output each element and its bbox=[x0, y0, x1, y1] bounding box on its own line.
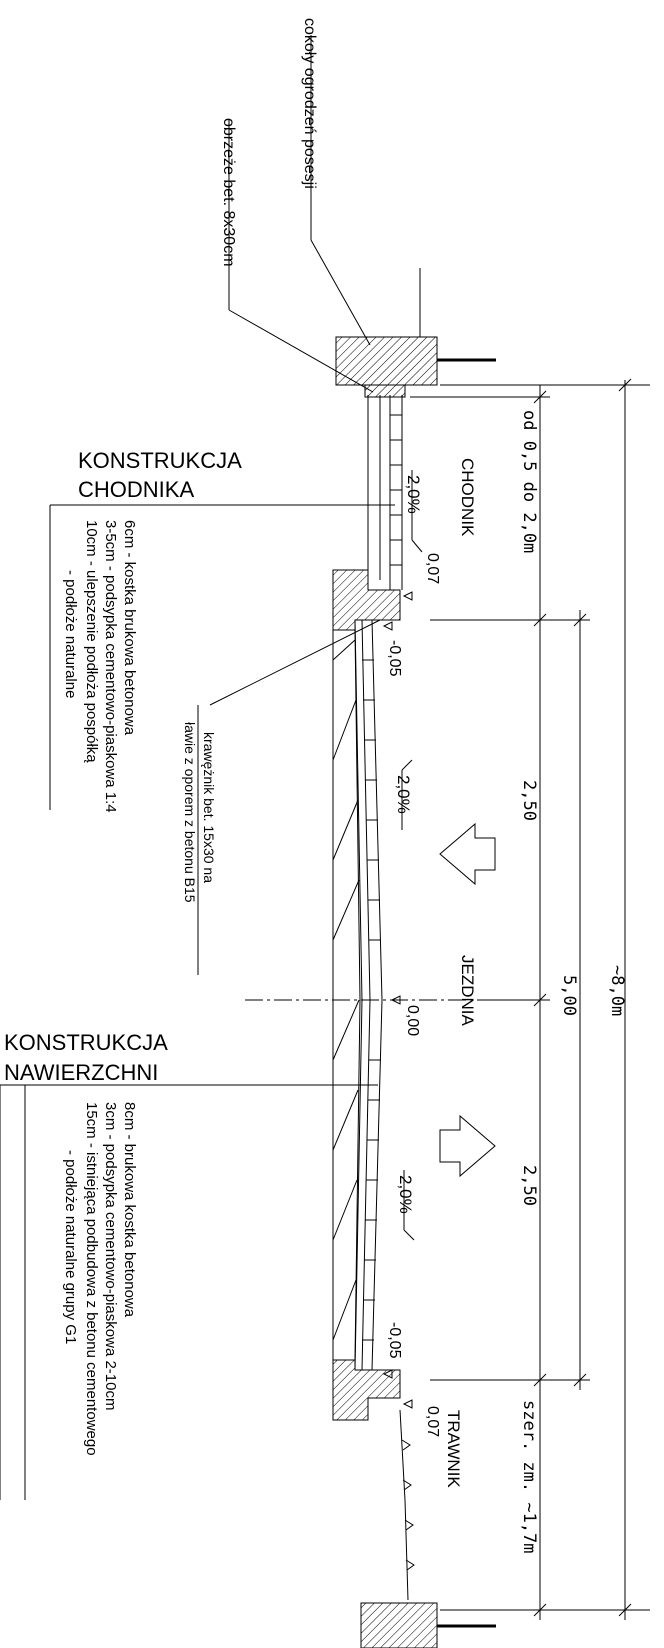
lawn-ground bbox=[399, 1409, 415, 1601]
pavement-construction-title: KONSTRUKCJA bbox=[4, 1030, 168, 1055]
sidewalk-construction-subtitle: CHODNIKA bbox=[78, 477, 194, 502]
dim-lane-left: 2,50 bbox=[519, 780, 539, 821]
label-curb-edge: obrzeże bet. 8x30cm bbox=[220, 118, 237, 267]
pavement-construction-subtitle: NAWIERZCHNI bbox=[4, 1060, 158, 1085]
dimension-lines bbox=[410, 378, 650, 1620]
sidewalk-layer-1: 6cm - kostka brukowa betonowa bbox=[121, 520, 138, 736]
pavement-layer-1: 8cm - brukowa kostka betonowa bbox=[121, 1102, 138, 1318]
level-gutter-right: -0,05 bbox=[386, 1322, 403, 1359]
fence-base-bottom bbox=[360, 1602, 496, 1648]
level-gutter-left: -0,05 bbox=[386, 640, 403, 677]
dim-total-width: ~8,0m bbox=[607, 965, 627, 1016]
pavement-layer-3: 15cm - istniejąca podbudowa z betonu cem… bbox=[83, 1102, 100, 1456]
sidewalk-construction-title: KONSTRUKCJA bbox=[78, 448, 242, 473]
dim-roadway-width: 5,00 bbox=[559, 975, 579, 1016]
sidewalk-layer-3: 10cm - ulepszenie podłoża pospółką bbox=[83, 520, 100, 763]
dim-lane-right: 2,50 bbox=[519, 1165, 539, 1206]
slope-lines bbox=[401, 470, 423, 1241]
label-fence-base: cokoły ogrodzeń posesji bbox=[301, 18, 318, 189]
label-lawn: TRAWNIK bbox=[444, 1410, 463, 1488]
slope-sidewalk: 2,0% bbox=[404, 475, 423, 514]
sidewalk-layer-2: 3-5cm - podsypka cementowo-piaskowa 1:4 bbox=[102, 520, 119, 813]
dim-green-strip: szer. zm. ~1,7m bbox=[519, 1400, 539, 1554]
road-base bbox=[332, 629, 361, 1361]
curb-right bbox=[332, 1359, 401, 1421]
pavement-layer-4: - podłoże naturalne grupy G1 bbox=[62, 1150, 79, 1344]
level-curb-top-right: 0,07 bbox=[424, 1406, 441, 1437]
direction-arrow-left bbox=[439, 822, 496, 886]
level-axis: 0,00 bbox=[404, 1005, 421, 1036]
road-surface bbox=[354, 619, 383, 1371]
pavement-layer-2: 3cm - podsypka cementowo-piaskowa 2-10cm bbox=[102, 1102, 119, 1410]
label-sidewalk: CHODNIK bbox=[458, 458, 477, 537]
leader-lines bbox=[0, 35, 395, 1500]
slope-road-left: 2,0% bbox=[394, 775, 413, 814]
sidewalk-layer-4: - podłoże naturalne bbox=[62, 570, 79, 698]
direction-arrow-right bbox=[439, 1114, 496, 1178]
dim-sidewalk-width: od 0,5 do 2,0m bbox=[519, 410, 539, 553]
level-curb-top-left: 0,07 bbox=[424, 553, 441, 584]
slope-road-right: 2,0% bbox=[396, 1175, 415, 1214]
concrete-edging bbox=[364, 384, 406, 398]
label-roadway: JEZDNIA bbox=[458, 955, 477, 1027]
fence-base-top bbox=[335, 268, 496, 386]
label-curb-line2: ławie z oporem z betonu B15 bbox=[182, 722, 198, 903]
level-markers bbox=[382, 591, 413, 1409]
sidewalk-layers bbox=[367, 395, 403, 590]
label-curb-line1: krawężnik bet. 15x30 na bbox=[201, 732, 217, 883]
